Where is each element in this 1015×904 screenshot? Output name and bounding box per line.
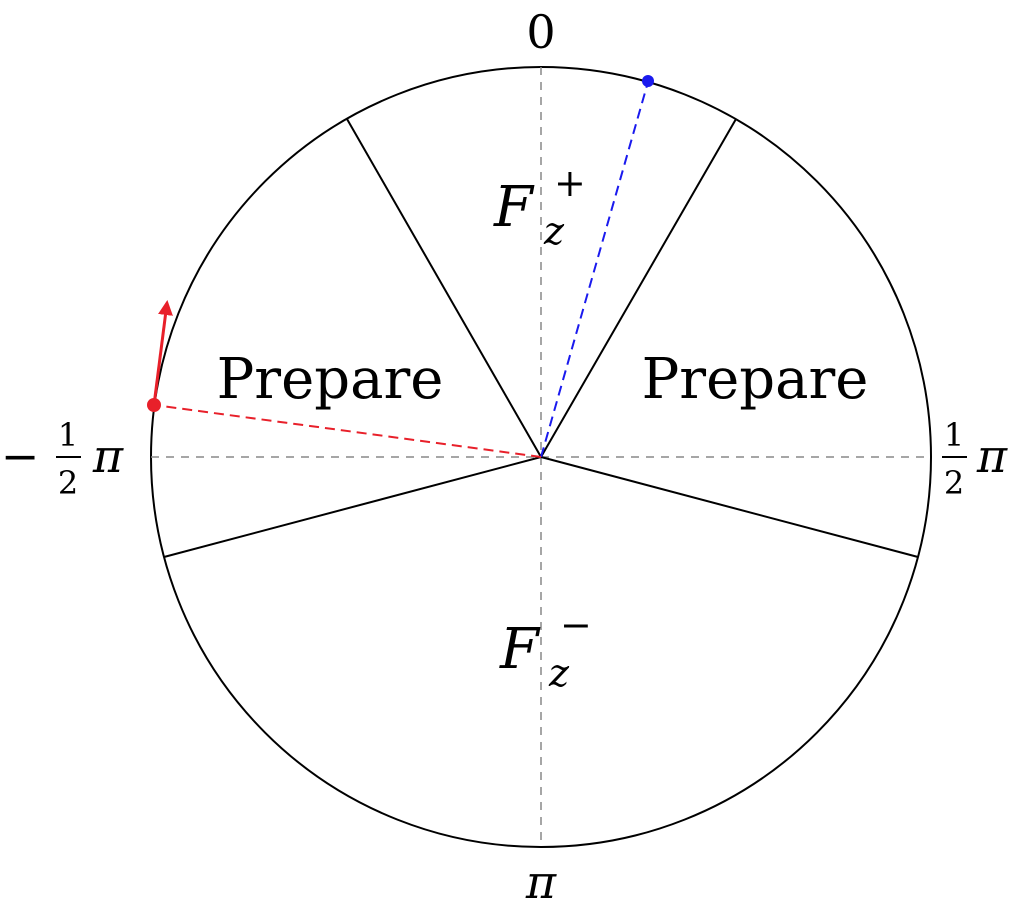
- region-label-prepare-left: Prepare: [217, 347, 444, 412]
- axis-label-right-numerator: 1: [944, 416, 964, 454]
- axis-label-bottom: π: [525, 855, 557, 904]
- axis-label-right-denominator: 2: [944, 464, 964, 502]
- fz-minus-subscript: z: [548, 651, 570, 695]
- fz-plus-superscript: +: [554, 161, 586, 205]
- red-arrow: [152, 300, 173, 406]
- axis-label-left-denominator: 2: [58, 464, 78, 502]
- boundary-line-upper-right: [540, 118, 737, 458]
- red-dashed-radius: [153, 404, 542, 458]
- axis-label-right-pi: π: [976, 429, 1008, 483]
- red-point: [147, 398, 161, 412]
- fz-plus-subscript: z: [543, 209, 565, 253]
- boundary-line-lower-right: [540, 456, 919, 558]
- boundary-line-lower-left: [163, 456, 542, 558]
- axis-label-top: 0: [526, 5, 555, 59]
- boundary-line-upper-left: [346, 118, 542, 458]
- fz-minus-main: F: [499, 617, 541, 682]
- axis-label-left-pi: π: [92, 429, 124, 483]
- blue-point: [642, 75, 654, 87]
- axis-label-right: 1 2 π: [942, 416, 1008, 502]
- axis-label-left-sign: −: [1, 429, 40, 483]
- region-label-prepare-right: Prepare: [642, 347, 869, 412]
- region-label-fz-minus: F z −: [499, 603, 592, 695]
- axis-label-left: − 1 2 π: [1, 416, 124, 502]
- blue-dashed-radius: [540, 81, 649, 458]
- fz-plus-main: F: [493, 175, 535, 240]
- axis-label-left-numerator: 1: [58, 416, 78, 454]
- region-label-fz-plus: F z +: [493, 161, 586, 253]
- fz-minus-superscript: −: [560, 603, 592, 647]
